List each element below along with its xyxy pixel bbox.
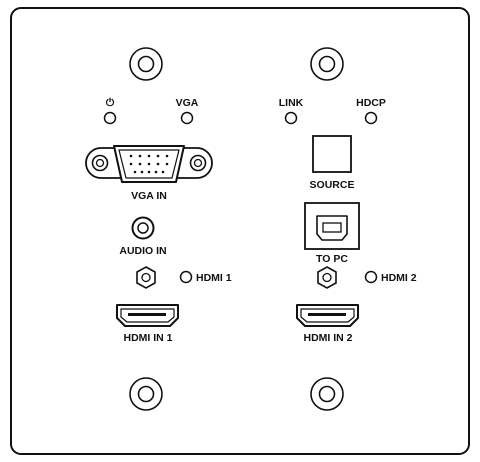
vga-pin-hole xyxy=(156,162,160,166)
vga-pin-hole xyxy=(161,170,165,174)
vga-pin-hole xyxy=(147,170,151,174)
mounting-screw-top-right xyxy=(310,47,344,81)
vga-pin-hole xyxy=(138,162,142,166)
wall-plate-frame xyxy=(10,7,470,455)
power-icon: ⏻ xyxy=(106,96,115,109)
vga-pin-hole xyxy=(140,170,144,174)
source-button-label: SOURCE xyxy=(310,179,355,191)
vga-pin-hole xyxy=(165,154,169,158)
vga-pin-hole xyxy=(165,162,169,166)
hdmi1-led-label: HDMI 1 xyxy=(196,272,232,284)
hdmi-in-2-label: HDMI IN 2 xyxy=(303,332,352,344)
usb-to-pc-port[interactable] xyxy=(304,202,360,250)
hdmi2-led xyxy=(364,270,378,284)
hdcp-led xyxy=(364,111,378,125)
vga-pin-hole xyxy=(147,154,151,158)
vga-pin-hole xyxy=(138,154,142,158)
vga-pins xyxy=(129,154,169,174)
audio-in-jack[interactable] xyxy=(131,216,155,240)
vga-pin-hole xyxy=(133,170,137,174)
hdmi2-hex-nut xyxy=(317,266,337,289)
mounting-screw-top-left xyxy=(129,47,163,81)
power-led xyxy=(103,111,117,125)
hdcp-led-label: HDCP xyxy=(356,97,386,109)
hdmi-in-1-label: HDMI IN 1 xyxy=(123,332,172,344)
vga-led-label: VGA xyxy=(176,97,199,109)
vga-in-label: VGA IN xyxy=(131,190,167,202)
hdmi-in-1-port[interactable] xyxy=(116,304,179,327)
hdmi-in-2-port[interactable] xyxy=(296,304,359,327)
vga-pin-hole xyxy=(147,162,151,166)
vga-in-port[interactable] xyxy=(85,145,213,183)
link-led xyxy=(284,111,298,125)
hdmi2-led-label: HDMI 2 xyxy=(381,272,417,284)
link-led-label: LINK xyxy=(279,97,304,109)
mounting-screw-bottom-left xyxy=(129,377,163,411)
source-button[interactable] xyxy=(312,135,352,173)
vga-pin-hole xyxy=(154,170,158,174)
vga-pin-hole xyxy=(156,154,160,158)
hdmi1-led xyxy=(179,270,193,284)
audio-in-label: AUDIO IN xyxy=(119,245,166,257)
mounting-screw-bottom-right xyxy=(310,377,344,411)
vga-pin-hole xyxy=(129,162,133,166)
vga-pin-hole xyxy=(129,154,133,158)
hdmi1-hex-nut xyxy=(136,266,156,289)
to-pc-label: TO PC xyxy=(316,253,348,265)
vga-led xyxy=(180,111,194,125)
